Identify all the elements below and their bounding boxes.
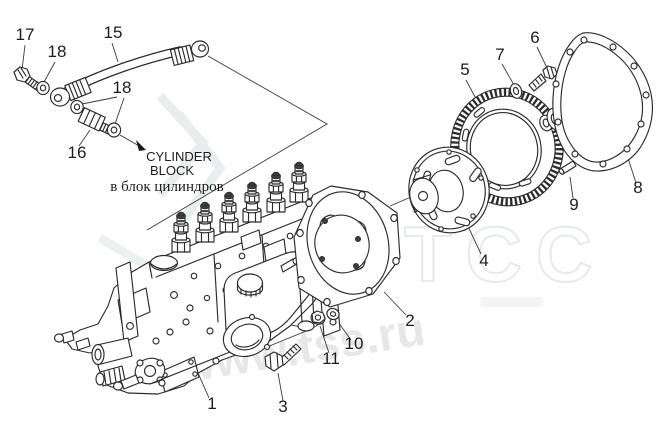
- filler-cap: [149, 254, 179, 272]
- arrow-head: [136, 140, 146, 151]
- cylinder-block-label-line2: BLOCK: [150, 163, 194, 178]
- part-bolt-6: [528, 65, 558, 92]
- callout-17: 17: [16, 25, 35, 44]
- callout-9: 9: [569, 195, 578, 214]
- callout-18b: 18: [113, 78, 132, 97]
- part-pin-9: [558, 160, 577, 175]
- part-washer-18b: [70, 99, 84, 115]
- governor-housing: [222, 251, 316, 358]
- part-washer-18a: [36, 80, 50, 96]
- callout-8: 8: [633, 178, 642, 197]
- callout-5: 5: [460, 60, 469, 79]
- callout-2: 2: [405, 311, 414, 330]
- cylinder-block-label-russian: в блок цилиндров: [110, 179, 223, 195]
- callout-11: 11: [322, 349, 340, 368]
- hose-collar: [64, 76, 92, 102]
- part-washer-18c: [106, 122, 122, 138]
- part-cover-gasket: [552, 32, 654, 172]
- cylinder-block-label-line1: CYLINDER: [146, 149, 212, 164]
- feed-pump: [112, 357, 166, 391]
- watermark-fragment: [480, 297, 543, 307]
- callout-15: 15: [104, 23, 123, 42]
- callout-1: 1: [207, 394, 216, 413]
- part-bolt-3: [264, 343, 302, 372]
- part-washer-7: [509, 83, 523, 99]
- part-nut-11: [310, 310, 326, 325]
- hose-collar: [169, 44, 195, 66]
- hose-banjo-eye: [190, 40, 210, 58]
- callout-3: 3: [278, 397, 287, 416]
- part-mounting-plate: [293, 185, 401, 308]
- part-fuel-hose: [49, 40, 210, 107]
- callout-labels: 17 18 15 18 16 5 7 6 8 9 4 2 10 11 3 1: [16, 23, 643, 416]
- part-gear-hub: [408, 146, 490, 234]
- callout-6: 6: [530, 28, 539, 47]
- part-injection-pump: [53, 161, 343, 395]
- hose-banjo-eye: [49, 87, 71, 107]
- callout-16: 16: [68, 143, 87, 162]
- callout-4: 4: [479, 251, 488, 270]
- text-annotations: CYLINDER BLOCK в блок цилиндров: [110, 149, 223, 195]
- callout-18: 18: [48, 42, 67, 61]
- part-washer-10: [326, 307, 340, 321]
- callout-7: 7: [495, 45, 504, 64]
- chevron-watermark-icon: [174, 110, 226, 231]
- callout-10: 10: [345, 334, 364, 353]
